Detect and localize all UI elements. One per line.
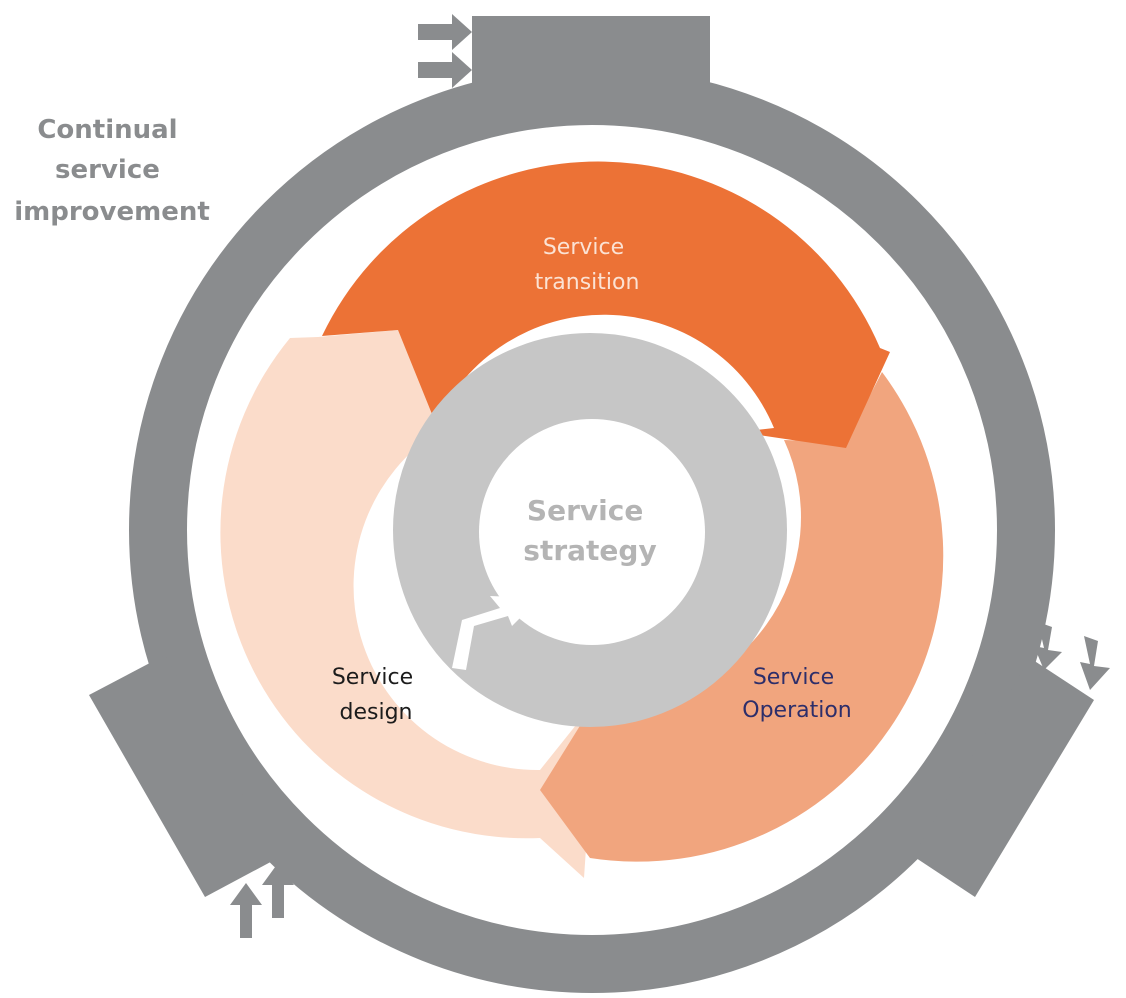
csi-label: Continual service improvement <box>14 115 210 227</box>
transition-label-line: Service <box>543 235 624 260</box>
operation-label-line: Service <box>753 665 834 690</box>
service-strategy-label: Service strategy <box>523 494 656 567</box>
csi-label-line: service <box>55 155 160 185</box>
csi-label-line: improvement <box>14 197 210 227</box>
strategy-label-line: strategy <box>523 534 656 567</box>
csi-input-arrow-icon <box>262 863 294 918</box>
csi-label-line: Continual <box>37 115 177 145</box>
transition-label-line: transition <box>535 270 640 295</box>
csi-input-arrow-icon <box>1034 622 1062 670</box>
strategy-ring-band <box>393 333 787 727</box>
design-label-line: design <box>340 700 413 725</box>
csi-input-arrow-icon <box>418 52 472 88</box>
service-strategy-ring <box>393 333 787 727</box>
service-transition-arrow <box>322 161 890 449</box>
design-label-line: Service <box>332 665 413 690</box>
service-design-label: Service design <box>332 665 420 725</box>
service-transition-label: Service transition <box>535 235 640 295</box>
service-operation-arrow <box>540 372 944 862</box>
service-design-arrow <box>220 330 596 878</box>
csi-tab-top <box>472 16 710 122</box>
strategy-center <box>479 419 705 645</box>
strategy-label-line: Service <box>527 494 643 527</box>
operation-label-line: Operation <box>742 698 851 723</box>
csi-input-arrow-icon <box>230 883 262 938</box>
csi-input-arrow-icon <box>1080 636 1110 690</box>
csi-input-arrow-icon <box>418 14 472 50</box>
csi-ring <box>89 14 1110 993</box>
csi-tab-right <box>913 658 1094 897</box>
csi-tab-left <box>89 655 278 897</box>
service-operation-label: Service Operation <box>742 665 851 723</box>
